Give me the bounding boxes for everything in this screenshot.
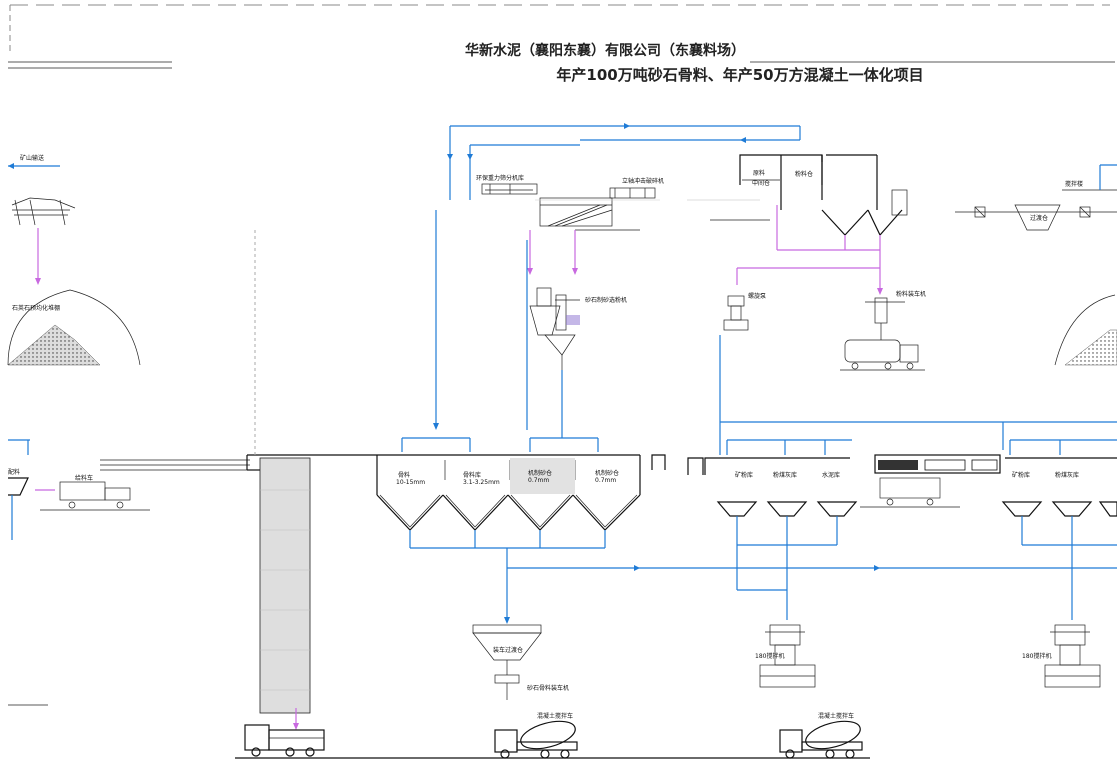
label-mixer-truck-2: 混凝土搅拌车 — [818, 712, 854, 720]
label-filter-bin: 过渡仓 — [1030, 214, 1048, 222]
label-stockpile: 石英石预均化堆棚 — [12, 304, 60, 312]
label-bin4: 机制砂仓 — [595, 469, 619, 477]
label-mid-bin: 中间仓 — [752, 179, 770, 187]
mixer-truck-1-icon — [494, 720, 578, 759]
label-mine-transport: 矿山输送 — [20, 154, 44, 162]
title-line1: 华新水泥（襄阳东襄）有限公司（东襄料场） — [465, 42, 745, 59]
label-stone-crusher: 立轴冲击破碎机 — [622, 177, 664, 185]
arrow-icon — [634, 565, 640, 571]
filter-bin-icon — [955, 164, 1117, 231]
support-column — [259, 457, 311, 714]
mixer-1-icon — [759, 624, 816, 688]
arrow-icon — [447, 154, 453, 160]
label-bin3-size: 0.7mm — [528, 477, 549, 484]
screen-plant-icon — [481, 183, 656, 231]
label-bin3: 机制砂仓 — [528, 469, 552, 477]
feeder-icon — [11, 197, 76, 226]
arrow-icon — [433, 423, 439, 430]
raw-bin-structure — [739, 154, 908, 237]
label-bin1-size: 10-15mm — [396, 479, 425, 486]
label-bin1: 骨料 — [398, 471, 410, 479]
title-line2: 年产100万吨砂石骨料、年产50万方混凝土一体化项目 — [556, 66, 923, 84]
sand-maker-icon — [529, 287, 580, 370]
label-bin4-size: 0.7mm — [595, 477, 616, 484]
arrow-icon — [504, 617, 510, 624]
arrow-icon — [572, 268, 578, 275]
label-silo-e: 粉煤灰库 — [1055, 471, 1079, 479]
stockpile-left-icon — [7, 289, 141, 366]
label-powder-bin: 粉料仓 — [795, 170, 813, 178]
dump-truck-icon — [235, 724, 870, 759]
arrow-icon — [877, 288, 883, 295]
label-silo-b: 粉煤灰库 — [773, 471, 797, 479]
label-raw-bin: 原料 — [753, 169, 765, 177]
label-powder-truck-loader: 粉料装车机 — [896, 290, 926, 298]
arrow-icon — [8, 163, 14, 169]
load-bin-icon — [472, 624, 542, 700]
label-feed-truck: 给料车 — [75, 474, 93, 482]
mixer-2-icon — [1044, 624, 1101, 688]
label-aggregate-loader: 砂石骨料装车机 — [527, 684, 569, 692]
label-bin2: 骨料库 — [463, 471, 481, 479]
tanker-truck-icon — [840, 339, 925, 371]
mixer-truck-2-icon — [779, 720, 863, 759]
silo-row-2 — [1001, 457, 1117, 517]
arrow-icon — [35, 278, 41, 285]
label-mixer-top: 搅拌楼 — [1065, 180, 1083, 188]
label-sand-maker: 砂石制砂选粉机 — [585, 296, 627, 304]
label-left: 配料 — [8, 468, 20, 476]
silo-row-1 — [704, 457, 858, 517]
label-mixer-truck-1: 混凝土搅拌车 — [537, 712, 573, 720]
label-load-bin: 装车过渡仓 — [493, 646, 523, 654]
label-screen-plant: 环保重力筛分机库 — [476, 174, 524, 182]
arrow-icon — [467, 154, 473, 160]
arrow-icon — [293, 723, 299, 730]
arrow-icon — [624, 123, 630, 129]
arrow-icon — [740, 137, 746, 143]
aggregate-bins — [376, 455, 641, 531]
label-silo-a: 矿粉库 — [735, 471, 753, 479]
stockpile-right-icon — [1054, 294, 1117, 366]
label-screw-conveyor: 螺旋泵 — [748, 292, 766, 300]
arrow-icon — [527, 268, 533, 275]
label-bin2-size: 3.1-3.25mm — [463, 479, 500, 486]
bulk-tanker-icon — [860, 454, 1001, 508]
label-silo-d: 矿粉库 — [1012, 471, 1030, 479]
label-mixer-2: 180搅拌机 — [1022, 652, 1051, 660]
powder-loader-icon — [865, 297, 905, 340]
label-mixer-1: 180搅拌机 — [755, 652, 784, 660]
arrow-icon — [874, 565, 880, 571]
loader-truck-icon — [40, 481, 150, 511]
label-silo-c: 水泥库 — [822, 471, 840, 479]
screw-pump-icon — [723, 295, 749, 331]
